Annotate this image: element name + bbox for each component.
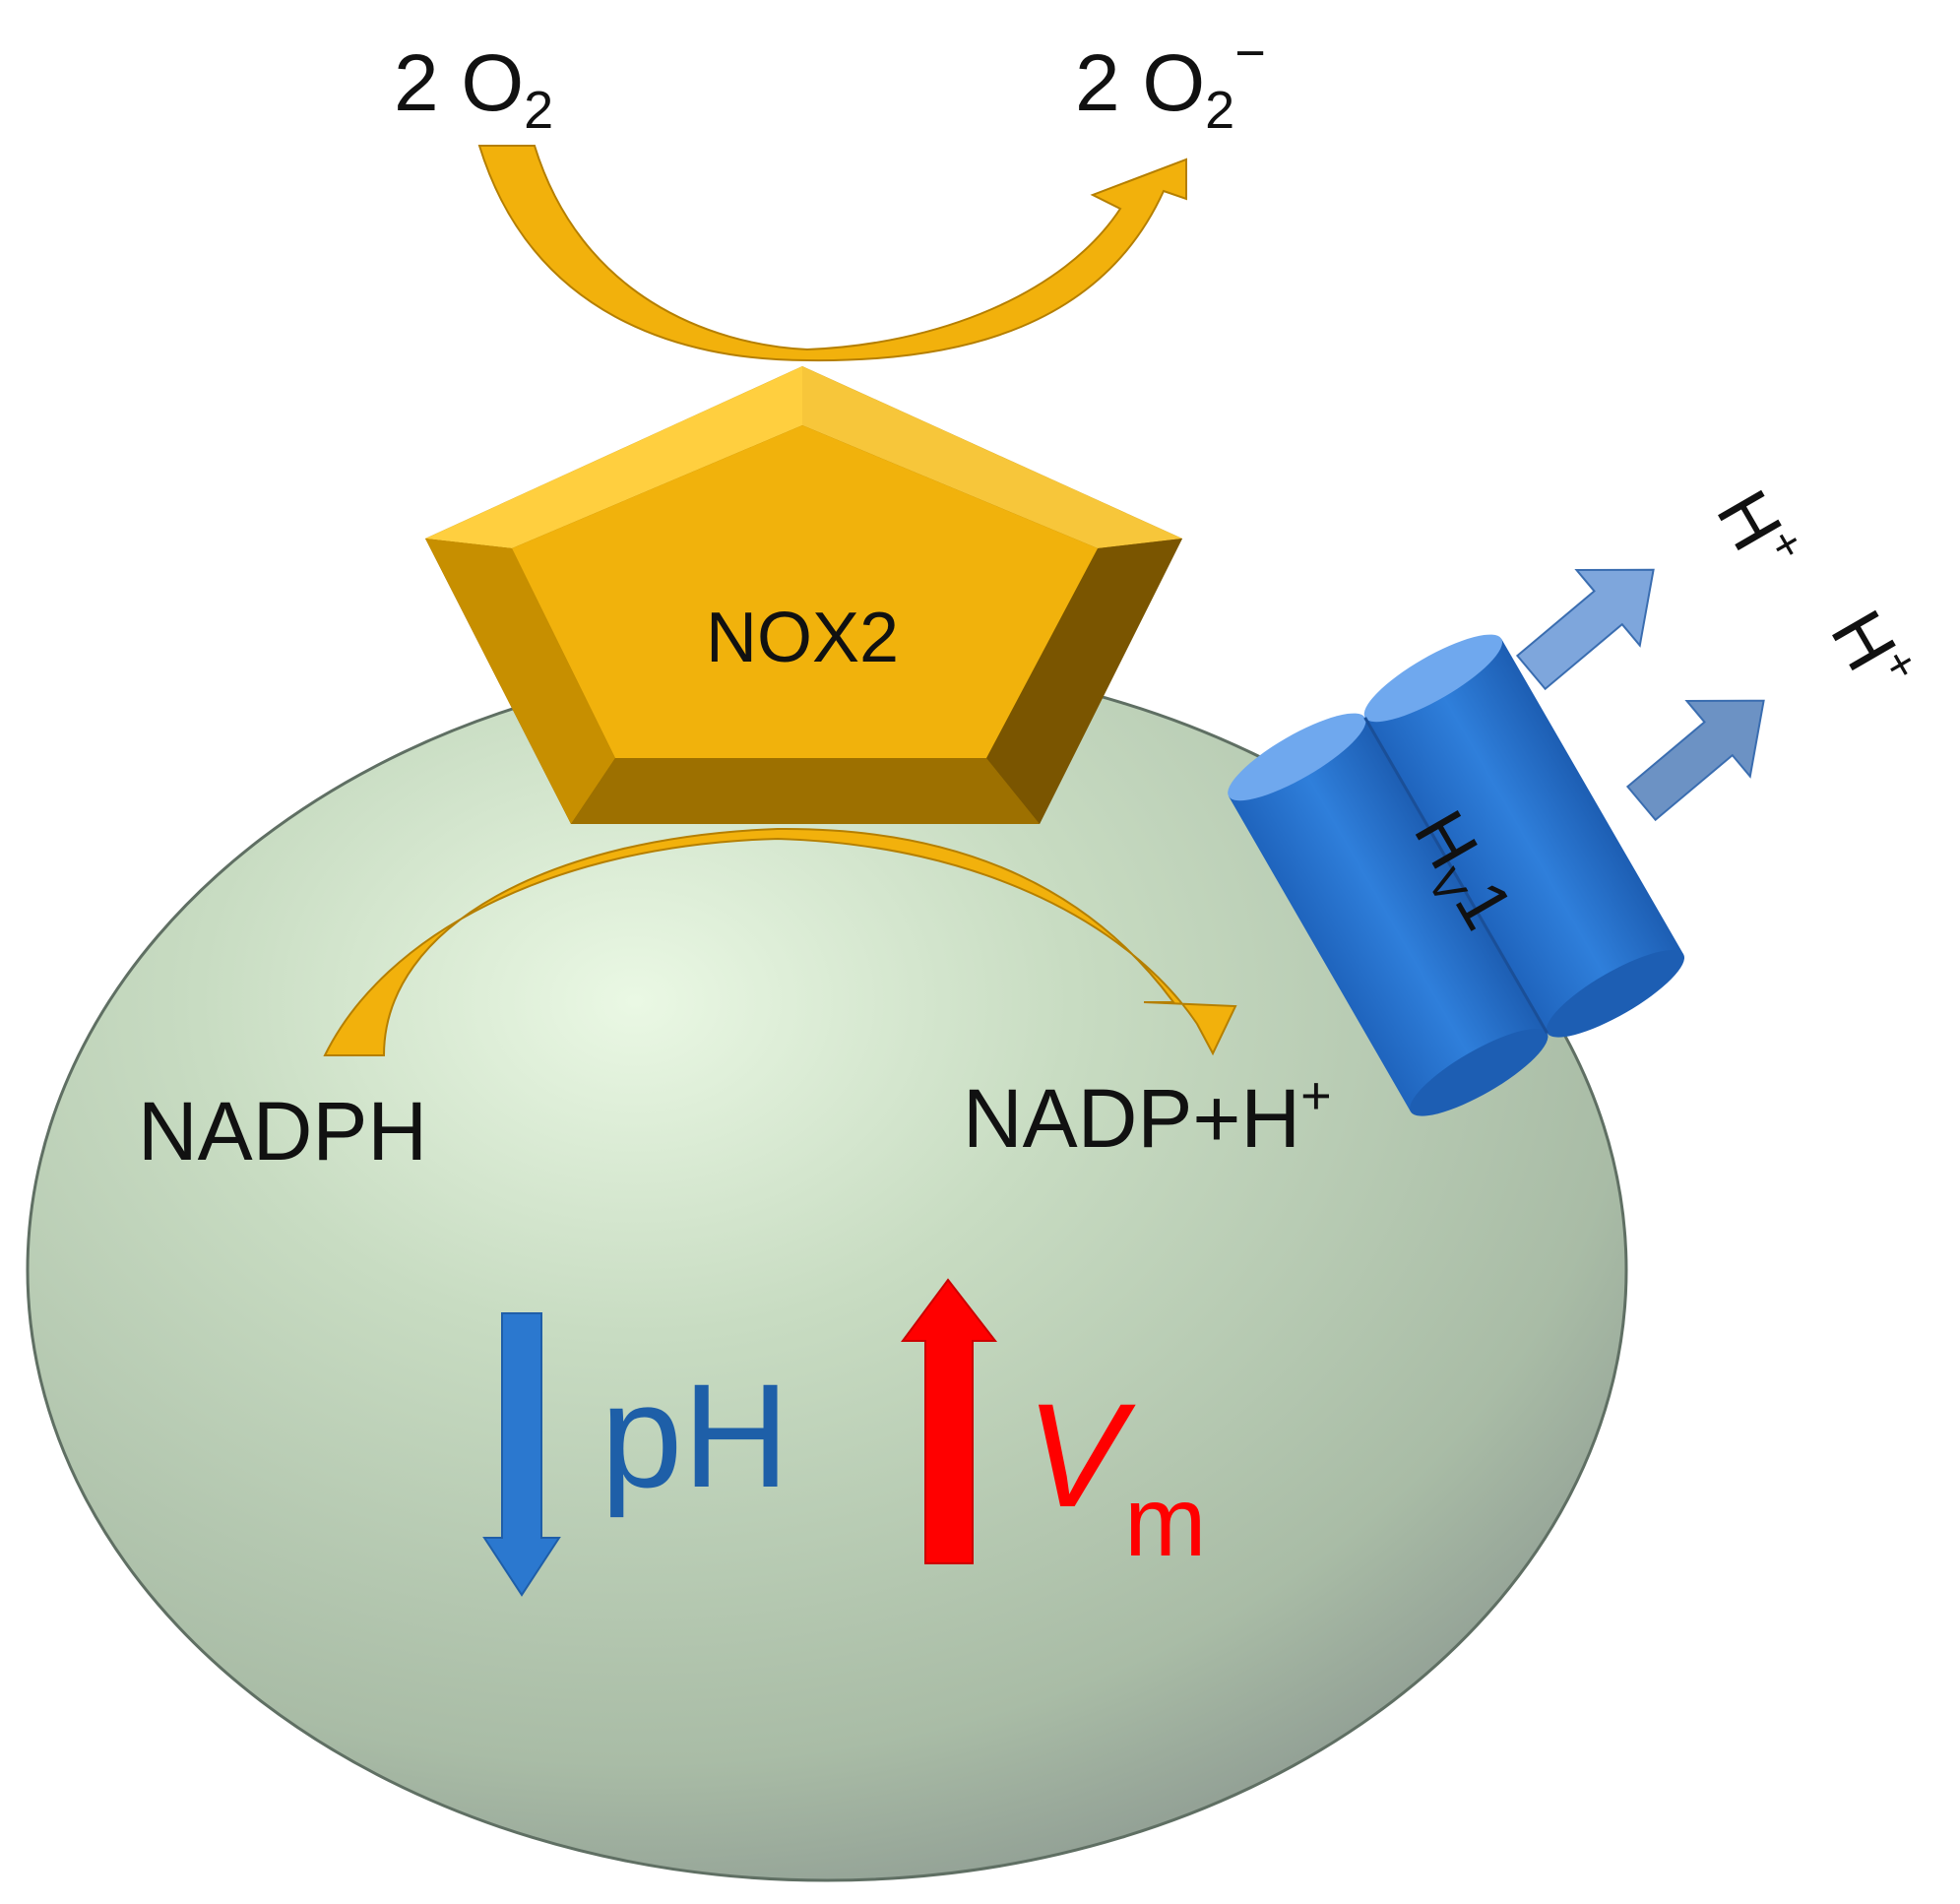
right-arrow-icon [1625, 699, 1765, 822]
proton-label-1: H+ [1701, 475, 1815, 587]
vm-label: Vm [1026, 1372, 1206, 1577]
proton-label-2: H+ [1815, 595, 1929, 707]
ph-label: pH [601, 1353, 790, 1518]
enzyme-label: NOX2 [706, 599, 899, 677]
oxygen-reaction-arrow [477, 145, 1187, 362]
product-label: NADP+H+ [963, 1066, 1332, 1165]
down-arrow-icon [482, 1312, 561, 1597]
superoxide-out-label: 2 O2− [1075, 24, 1266, 140]
up-arrow-icon [901, 1278, 998, 1564]
substrate-label: NADPH [138, 1085, 427, 1177]
nadph-reaction-arrow [323, 827, 1237, 1056]
oxygen-in-label: 2 O2 [394, 38, 553, 140]
nox2-enzyme: NOX2 [425, 366, 1182, 824]
right-arrow-icon [1515, 568, 1655, 691]
hv1-channel: HV1 [1228, 634, 1685, 1116]
